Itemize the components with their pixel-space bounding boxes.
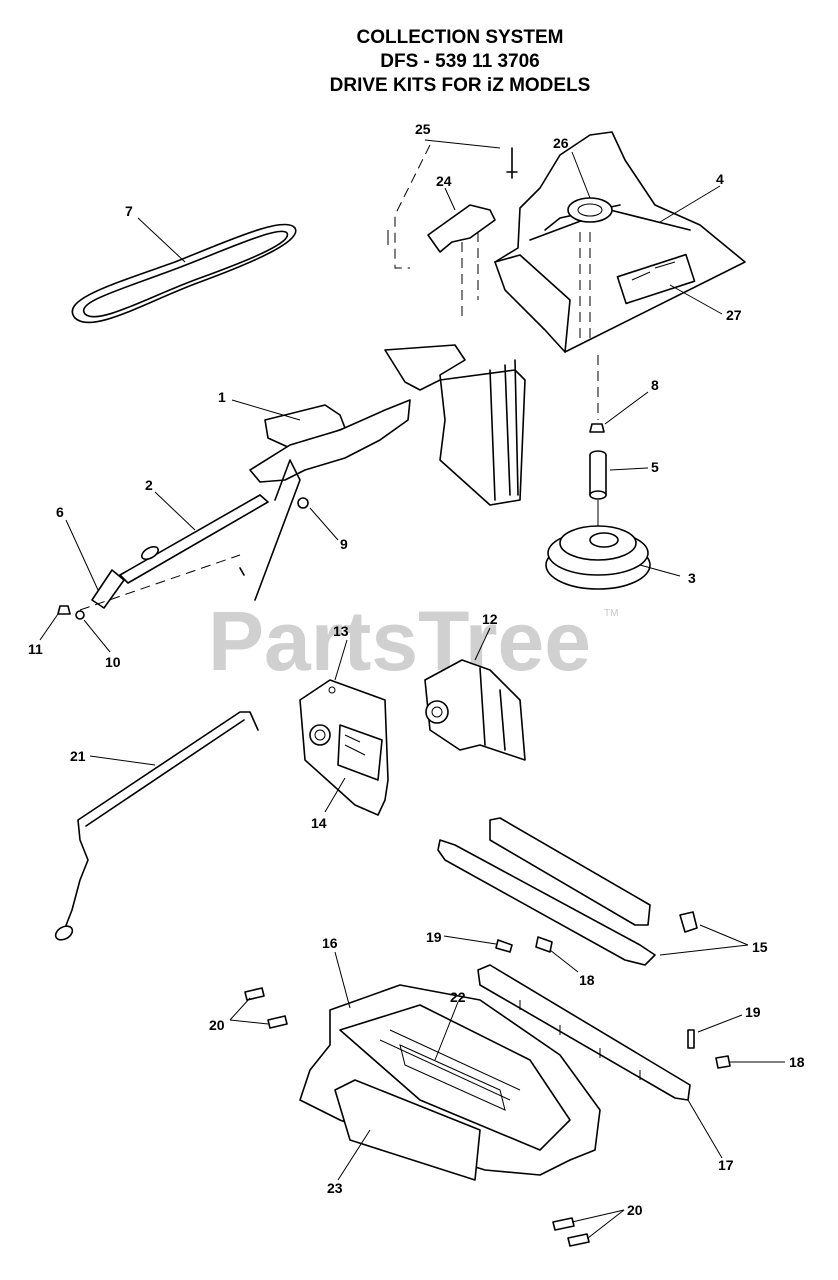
title-line-3: DRIVE KITS FOR iZ MODELS <box>329 75 591 96</box>
callout-26: 26 <box>553 135 569 151</box>
handle-part-6[interactable] <box>79 554 245 611</box>
spacer-part-5[interactable] <box>589 450 607 500</box>
callout-3: 3 <box>688 570 696 586</box>
bushing-part-9[interactable] <box>297 497 309 509</box>
callout-12: 12 <box>482 611 498 627</box>
callout-17: 17 <box>718 1157 734 1173</box>
callout-18a: 18 <box>579 972 595 988</box>
rod-part-21[interactable] <box>53 711 259 943</box>
callout-27: 27 <box>726 307 742 323</box>
callout-10: 10 <box>105 654 121 670</box>
callout-23: 23 <box>327 1180 343 1196</box>
callout-5: 5 <box>651 459 659 475</box>
callout-13: 13 <box>333 623 349 639</box>
title-line-1: COLLECTION SYSTEM <box>356 27 564 48</box>
pin-part-19b[interactable] <box>687 1029 695 1049</box>
decal-part-26 <box>567 197 613 223</box>
leader-lines <box>39 139 785 1239</box>
callouts: 7 25 26 24 4 27 8 5 3 1 2 9 6 11 10 13 1… <box>28 121 805 1218</box>
belt-part-7[interactable] <box>71 223 297 324</box>
pin-part-18b[interactable] <box>715 1055 731 1069</box>
pin-part-19a[interactable] <box>495 939 513 953</box>
side-plate-part-12[interactable] <box>424 659 526 761</box>
watermark-trademark: TM <box>604 608 618 619</box>
decal-part-22[interactable] <box>399 1044 506 1111</box>
rod-part-2[interactable] <box>119 494 269 584</box>
callout-18b: 18 <box>789 1054 805 1070</box>
callout-19b: 19 <box>745 1004 761 1020</box>
callout-11: 11 <box>28 641 43 657</box>
callout-7: 7 <box>125 203 133 219</box>
diagram-title: COLLECTION SYSTEM DFS - 539 11 3706 DRIV… <box>260 26 660 98</box>
callout-2: 2 <box>145 477 153 493</box>
decal-part-14[interactable] <box>337 724 383 781</box>
callout-21: 21 <box>70 748 86 764</box>
callout-15: 15 <box>752 939 768 955</box>
nut-part-8[interactable] <box>589 423 605 433</box>
bolt-part-20a[interactable] <box>244 987 288 1029</box>
rail-part-15[interactable] <box>437 817 698 966</box>
bolt-part-25[interactable] <box>387 144 518 269</box>
callout-4: 4 <box>716 171 724 187</box>
callout-1: 1 <box>218 389 226 405</box>
idler-arm-part-1[interactable] <box>249 344 526 601</box>
washer-part-10[interactable] <box>75 610 85 620</box>
bolt-part-20b[interactable] <box>552 1217 590 1247</box>
mount-plate-part-4[interactable] <box>494 131 746 353</box>
callout-25: 25 <box>415 121 431 137</box>
bracket-part-24[interactable] <box>427 204 496 320</box>
pulley-part-3[interactable] <box>545 525 651 590</box>
pin-part-18a[interactable] <box>535 936 553 953</box>
callout-20a: 20 <box>209 1017 225 1033</box>
callout-6: 6 <box>56 504 64 520</box>
callout-16: 16 <box>322 935 338 951</box>
callout-24: 24 <box>436 173 452 189</box>
watermark: PartsTree <box>208 594 591 688</box>
callout-14: 14 <box>311 815 327 831</box>
callout-9: 9 <box>340 536 348 552</box>
callout-22: 22 <box>450 989 466 1005</box>
callout-20b: 20 <box>627 1202 643 1218</box>
callout-8: 8 <box>651 377 659 393</box>
shield-part-23[interactable] <box>334 1079 481 1181</box>
title-line-2: DFS - 539 11 3706 <box>380 51 540 72</box>
decal-part-27 <box>616 253 696 305</box>
callout-19a: 19 <box>426 929 442 945</box>
nut-part-11[interactable] <box>57 605 71 615</box>
